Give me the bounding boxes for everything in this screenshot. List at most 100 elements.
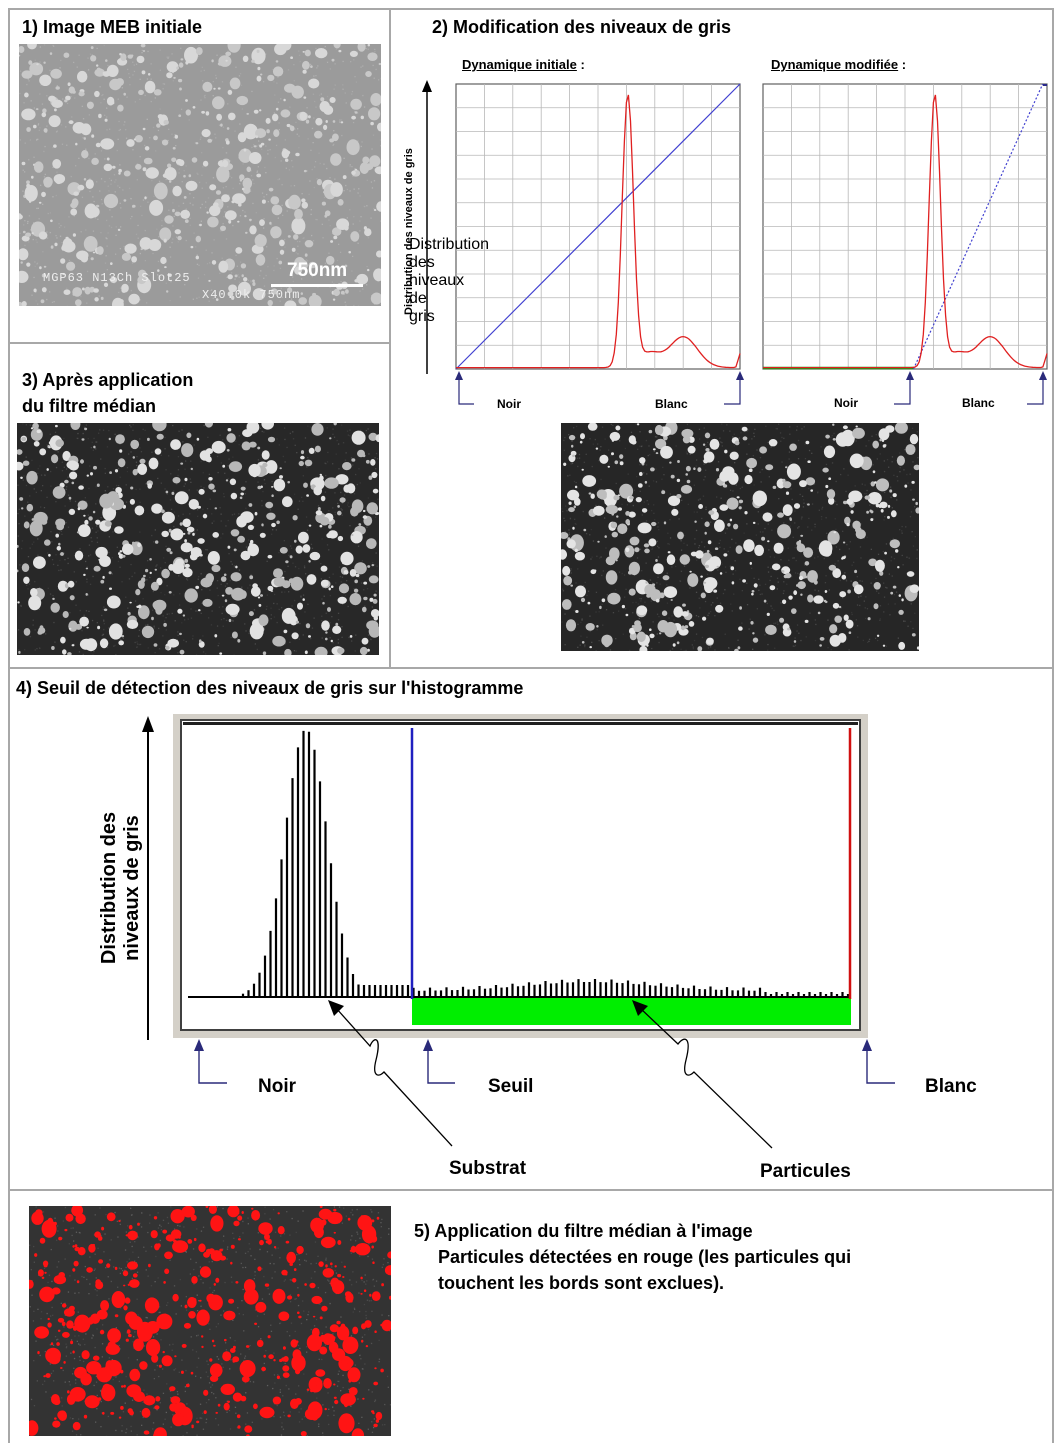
- particle: [102, 1411, 105, 1415]
- particle: [354, 562, 367, 575]
- particle: [235, 247, 243, 254]
- particle: [23, 628, 31, 636]
- particle: [295, 1340, 299, 1344]
- particle: [676, 641, 680, 645]
- particle: [55, 86, 60, 90]
- particle: [629, 536, 640, 546]
- particle: [97, 1397, 102, 1401]
- particle: [225, 603, 240, 615]
- particle: [231, 295, 235, 300]
- particle: [686, 479, 691, 484]
- particle: [654, 424, 664, 436]
- particle: [139, 1361, 148, 1370]
- particle: [166, 72, 173, 79]
- particle: [281, 44, 292, 51]
- particle: [252, 288, 266, 301]
- particle: [97, 1236, 103, 1241]
- particle: [768, 439, 778, 447]
- particle: [892, 493, 897, 498]
- particle: [33, 441, 40, 447]
- particle: [183, 174, 186, 178]
- particle: [84, 203, 98, 219]
- particle: [624, 545, 635, 558]
- particle: [201, 110, 206, 114]
- particle: [180, 58, 184, 61]
- particle: [793, 503, 801, 509]
- particle: [296, 1245, 304, 1255]
- particle: [209, 205, 221, 217]
- particle: [223, 1402, 230, 1411]
- particle: [822, 546, 832, 557]
- particle: [259, 1239, 264, 1246]
- particle: [240, 492, 244, 496]
- particle: [619, 461, 624, 466]
- particle: [85, 179, 94, 190]
- particle: [151, 503, 163, 514]
- particle: [294, 1398, 302, 1405]
- particle: [817, 611, 821, 615]
- particle: [225, 587, 234, 595]
- particle: [361, 637, 369, 645]
- particle: [179, 522, 183, 526]
- particle: [367, 565, 371, 568]
- particle: [256, 49, 260, 53]
- particle: [370, 292, 381, 305]
- particle: [753, 583, 758, 588]
- particle: [68, 1305, 75, 1312]
- particle: [106, 595, 121, 609]
- particle: [152, 423, 167, 432]
- left-plot-caption-colon: :: [576, 57, 585, 72]
- particle: [364, 228, 372, 237]
- particle: [571, 444, 574, 448]
- particle: [65, 1213, 74, 1222]
- particle: [568, 434, 576, 441]
- particle: [26, 470, 38, 485]
- particle: [734, 440, 740, 446]
- particle: [129, 1368, 141, 1382]
- particle: [23, 576, 30, 584]
- particle: [253, 1403, 258, 1410]
- particle: [163, 1281, 166, 1284]
- particle: [39, 1237, 46, 1244]
- particle: [304, 240, 314, 248]
- particle: [294, 208, 303, 220]
- particle: [777, 512, 784, 518]
- particle: [184, 558, 189, 563]
- particle: [94, 297, 99, 302]
- particle: [153, 89, 162, 96]
- particle: [793, 590, 798, 596]
- particle: [722, 484, 728, 488]
- particle: [79, 616, 89, 627]
- particle: [704, 432, 711, 439]
- particle: [333, 1396, 337, 1399]
- particle: [170, 439, 182, 450]
- particle: [260, 142, 265, 146]
- particle: [55, 533, 59, 538]
- particle: [210, 1215, 224, 1232]
- particle: [241, 441, 251, 451]
- particle: [670, 599, 673, 601]
- particle: [121, 1385, 124, 1388]
- particle: [77, 1247, 86, 1256]
- particle: [96, 64, 99, 67]
- particle: [130, 486, 134, 490]
- particle: [628, 561, 640, 576]
- particle: [121, 634, 125, 638]
- particle: [211, 260, 217, 265]
- particle: [99, 555, 111, 567]
- particle: [853, 584, 864, 595]
- particles-band: [412, 997, 851, 1025]
- particle: [370, 93, 381, 106]
- particle: [198, 488, 205, 495]
- histogram-inner: [180, 719, 861, 1031]
- panel2-y-axis-label-rot: Distribution des niveaux de gris: [403, 148, 417, 315]
- particle: [64, 1228, 68, 1232]
- particle: [804, 619, 809, 623]
- panel4-title: 4) Seuil de détection des niveaux de gri…: [16, 678, 524, 698]
- particle: [625, 511, 630, 516]
- particle: [574, 536, 578, 541]
- particle: [362, 156, 370, 164]
- particle: [616, 515, 619, 518]
- particle: [98, 113, 102, 119]
- particle: [292, 1278, 297, 1283]
